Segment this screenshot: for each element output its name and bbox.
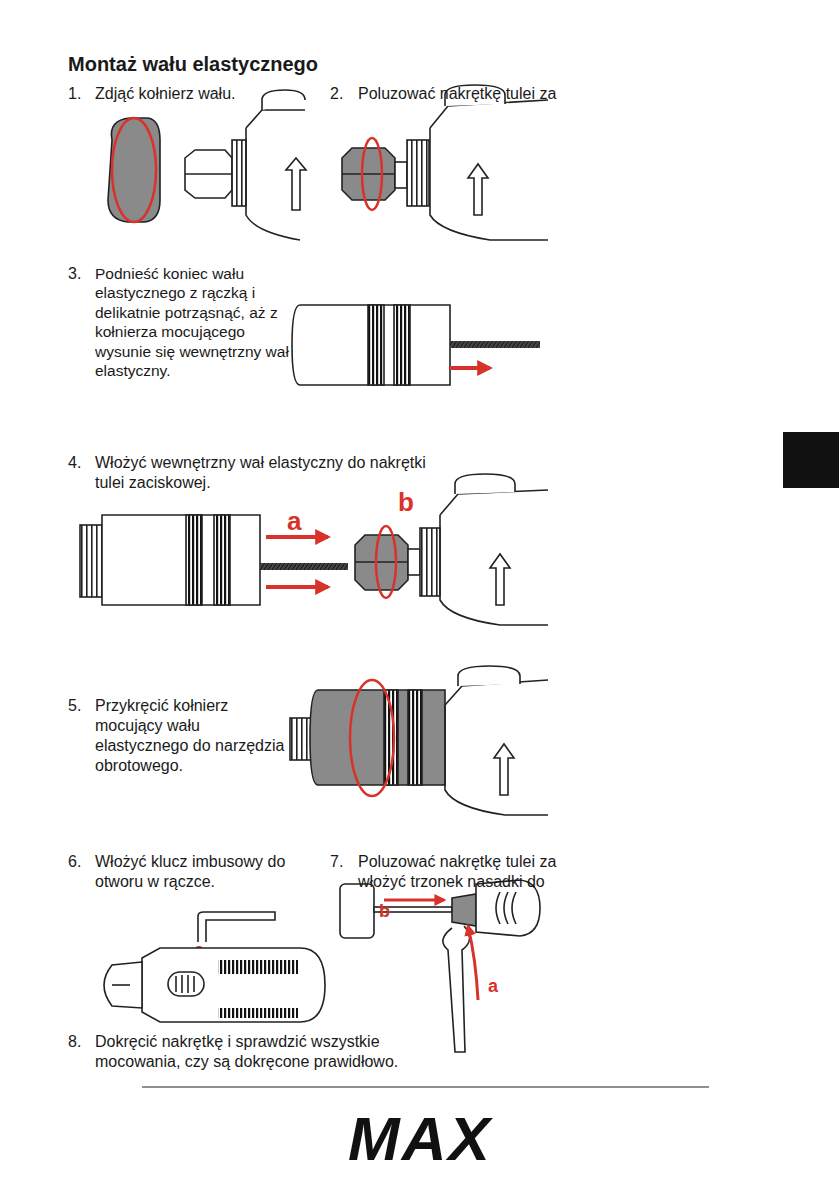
step-number: 5. <box>68 696 92 716</box>
step-text: Dokręcić nakrętkę i sprawdzić wszystkie … <box>95 1032 435 1072</box>
step-number: 6. <box>68 852 92 872</box>
step-text: Poluzować nakrętkę tulei za włożyć trzon… <box>358 852 590 892</box>
callout-letter: a <box>287 505 311 538</box>
step-text: Włożyć klucz imbusowy do otworu w rączce… <box>95 852 310 892</box>
step-number: 7. <box>330 852 354 872</box>
step-number: 1. <box>68 84 92 104</box>
page-title: Montaż wału elastycznego <box>68 52 318 77</box>
callout-letter: b <box>379 900 399 923</box>
step-number: 4. <box>68 453 92 473</box>
callout-letter: b <box>398 486 422 519</box>
step-text: Zdjąć kołnierz wału. <box>95 84 325 104</box>
step-number: 2. <box>330 84 354 104</box>
step-text: Przykręcić kołnierz mocujący wału elasty… <box>95 696 293 776</box>
step-text: Poluzować nakrętkę tulei za <box>358 84 618 104</box>
brand-logo: MAX <box>330 1100 510 1178</box>
step-number: 8. <box>68 1032 92 1052</box>
step-number: 3. <box>68 264 92 284</box>
step-text: Podnieść koniec wału elastycznego z rącz… <box>95 264 291 380</box>
callout-letter: a <box>488 975 508 998</box>
